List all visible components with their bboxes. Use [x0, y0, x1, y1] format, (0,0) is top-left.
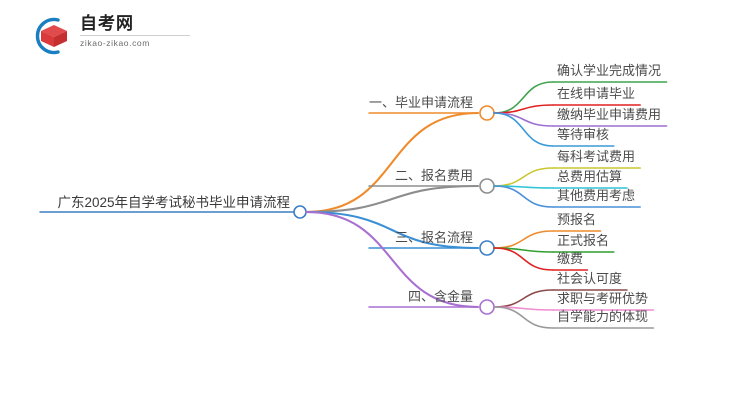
leaf-label-4-3[interactable]: 自学能力的体现 — [557, 309, 649, 324]
leaf-label-2-3[interactable]: 其他费用考虑 — [557, 188, 636, 203]
leaf-label-4-2[interactable]: 求职与考研优势 — [557, 291, 649, 306]
connector-line — [493, 230, 554, 249]
leaf-label-4-1[interactable]: 社会认可度 — [557, 271, 623, 286]
connector-line — [493, 247, 554, 271]
connector-line — [304, 111, 480, 214]
connector-line — [304, 210, 480, 309]
connector-line — [304, 210, 480, 250]
leaf-label-1-4[interactable]: 等待审核 — [557, 127, 610, 142]
connector-line — [493, 185, 554, 208]
site-logo: 自考网 zikao-zikao.com — [28, 10, 190, 60]
branch-label-1[interactable]: 一、毕业申请流程 — [368, 95, 473, 110]
node-dot[interactable] — [479, 240, 495, 256]
branch-label-4[interactable]: 四、含金量 — [407, 289, 473, 304]
logo-text: 自考网 zikao-zikao.com — [80, 14, 190, 48]
logo-title: 自考网 — [80, 14, 190, 36]
leaf-label-3-2[interactable]: 正式报名 — [557, 233, 610, 248]
connector-line — [493, 306, 554, 329]
connector-line — [493, 112, 554, 147]
connector-line — [304, 184, 480, 214]
leaf-label-3-3[interactable]: 缴费 — [557, 251, 584, 266]
leaf-label-3-1[interactable]: 预报名 — [557, 212, 597, 227]
node-dot[interactable] — [479, 105, 495, 121]
root-node-label[interactable]: 广东2025年自学考试秘书毕业申请流程 — [57, 195, 290, 210]
connector-line — [493, 167, 554, 187]
leaf-label-1-2[interactable]: 在线申请毕业 — [557, 86, 636, 101]
node-dot[interactable] — [293, 205, 307, 219]
node-dot[interactable] — [479, 299, 495, 315]
leaf-label-1-1[interactable]: 确认学业完成情况 — [557, 63, 662, 78]
connector-line — [493, 112, 554, 127]
node-dot[interactable] — [479, 178, 495, 194]
logo-subtitle: zikao-zikao.com — [80, 38, 150, 48]
graduation-book-icon — [28, 14, 72, 56]
leaf-label-2-2[interactable]: 总费用估算 — [557, 169, 623, 184]
branch-label-2[interactable]: 二、报名费用 — [394, 168, 473, 183]
leaf-label-1-3[interactable]: 缴纳毕业申请费用 — [557, 107, 662, 122]
leaf-label-2-1[interactable]: 每科考试费用 — [557, 149, 636, 164]
connector-line — [493, 289, 554, 308]
branch-label-3[interactable]: 三、报名流程 — [394, 230, 473, 245]
